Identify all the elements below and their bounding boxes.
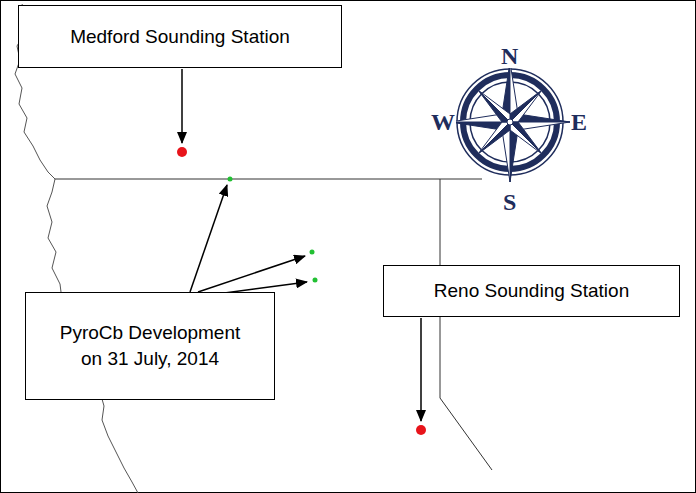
leader-arrow	[420, 318, 422, 421]
label-box: Reno Sounding Station	[383, 265, 680, 317]
leader-arrow	[181, 69, 183, 143]
box-text: Reno Sounding Station	[434, 278, 629, 304]
compass-letter: S	[502, 190, 517, 214]
pyrocb-dot	[310, 250, 315, 255]
box-text: Medford Sounding Station	[70, 24, 290, 50]
compass-rose	[450, 62, 570, 182]
coastline	[15, 4, 138, 493]
box-text: PyroCb Development on 31 July, 2014	[55, 320, 245, 371]
station-dot	[177, 147, 187, 157]
label-box: PyroCb Development on 31 July, 2014	[25, 292, 275, 400]
label-box: Medford Sounding Station	[18, 5, 342, 68]
pyrocb-dot	[228, 177, 233, 182]
state-border	[55, 179, 482, 180]
pyrocb-dot	[313, 278, 318, 283]
leader-arrow	[190, 185, 227, 292]
leader-arrow	[198, 256, 305, 292]
compass-letter: E	[570, 110, 588, 134]
compass-letter: N	[500, 44, 519, 68]
state-border	[440, 179, 492, 470]
compass-letter: W	[430, 110, 456, 134]
station-dot	[416, 425, 426, 435]
